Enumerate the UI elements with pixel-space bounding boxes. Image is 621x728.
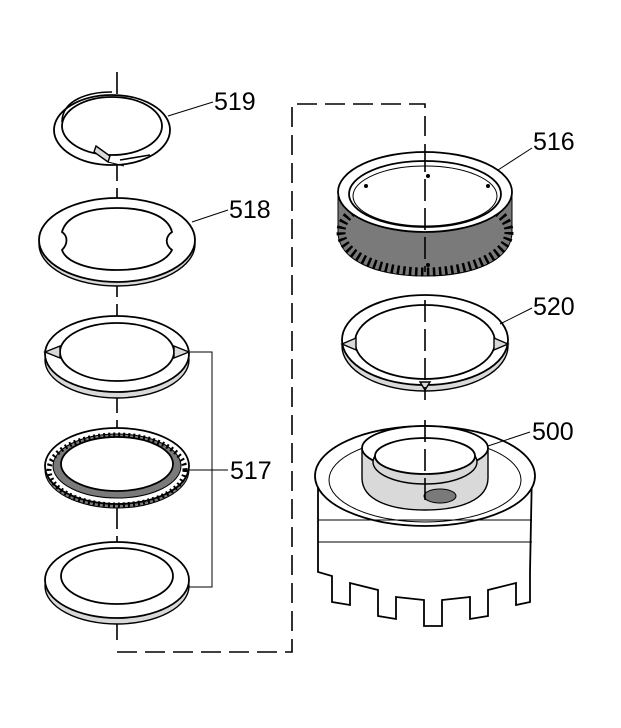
callout-517: 517	[230, 457, 272, 485]
part-518-thrust-washer	[38, 197, 196, 287]
callout-520: 520	[533, 293, 575, 321]
callout-518: 518	[229, 196, 271, 224]
callout-500: 500	[532, 418, 574, 446]
leader-516	[497, 147, 533, 171]
callout-516: 516	[533, 128, 575, 156]
assembly-path	[117, 103, 426, 653]
leader-519	[167, 101, 214, 117]
part-517-race-lower	[44, 541, 190, 625]
part-517-race-upper	[43, 315, 191, 399]
part-517-needle-bearing	[44, 427, 190, 509]
leader-518	[191, 209, 229, 223]
leader-520	[499, 307, 533, 325]
part-519-snap-ring	[53, 91, 171, 167]
leader-500	[487, 431, 531, 447]
callout-519: 519	[214, 88, 256, 116]
